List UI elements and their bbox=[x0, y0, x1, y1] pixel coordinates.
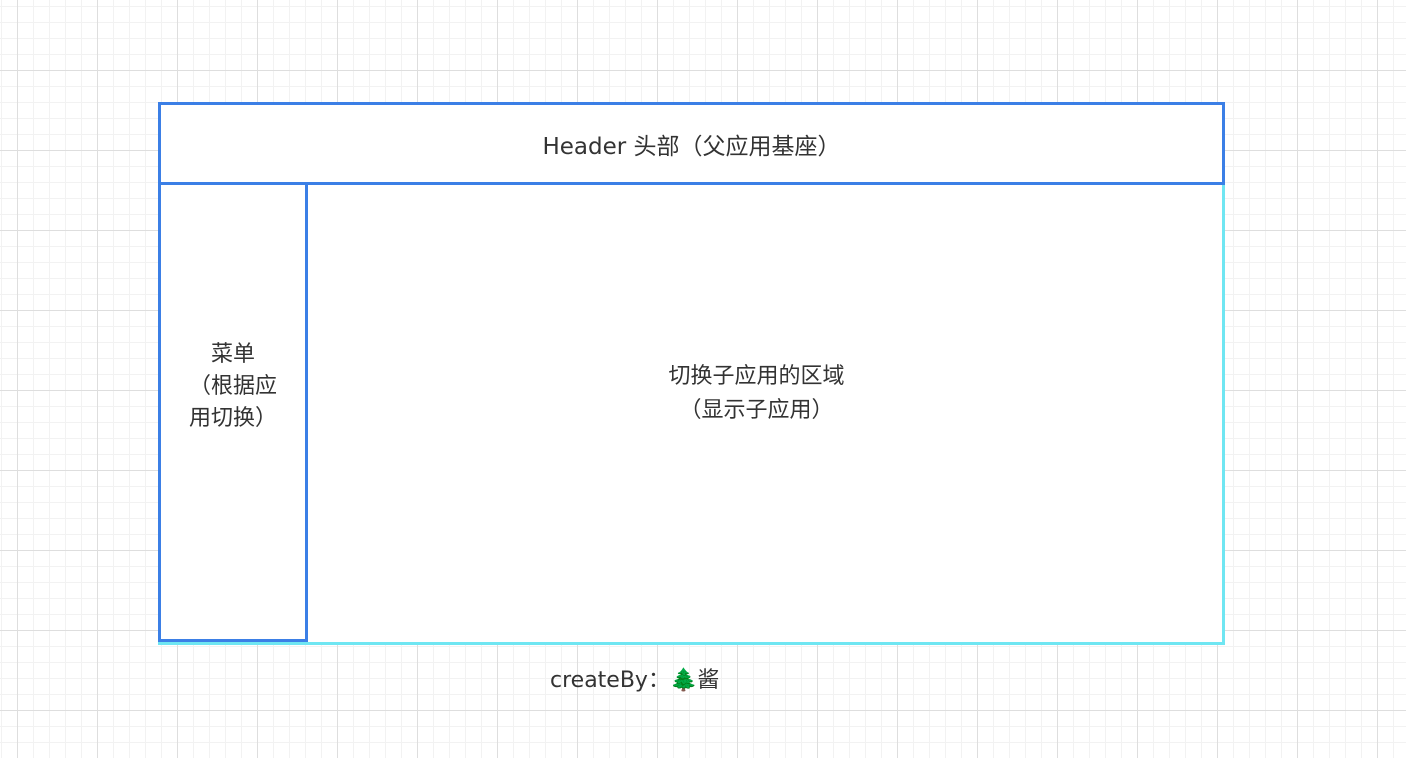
credit-text: createBy：🌲酱 bbox=[550, 668, 720, 693]
sub-app-area-subtitle: （显示子应用） bbox=[679, 397, 834, 423]
menu-box: 菜单 （根据应 用切换） bbox=[158, 182, 308, 642]
sub-app-area-label: 切换子应用的区域 （显示子应用） bbox=[668, 360, 844, 428]
menu-label-line-3: 用切换） bbox=[188, 406, 277, 431]
menu-label-line-1: 菜单 bbox=[210, 342, 255, 367]
layout-diagram: 切换子应用的区域 （显示子应用） Header 头部（父应用基座） 菜单 （根据… bbox=[158, 102, 1225, 645]
sub-app-area: 切换子应用的区域 （显示子应用） bbox=[158, 182, 1225, 645]
sub-app-area-title: 切换子应用的区域 bbox=[668, 363, 845, 389]
menu-label: 菜单 （根据应 用切换） bbox=[173, 339, 293, 435]
header-label: Header 头部（父应用基座） bbox=[542, 133, 841, 160]
menu-label-line-2: （根据应 bbox=[188, 374, 277, 399]
header-box: Header 头部（父应用基座） bbox=[158, 102, 1225, 185]
